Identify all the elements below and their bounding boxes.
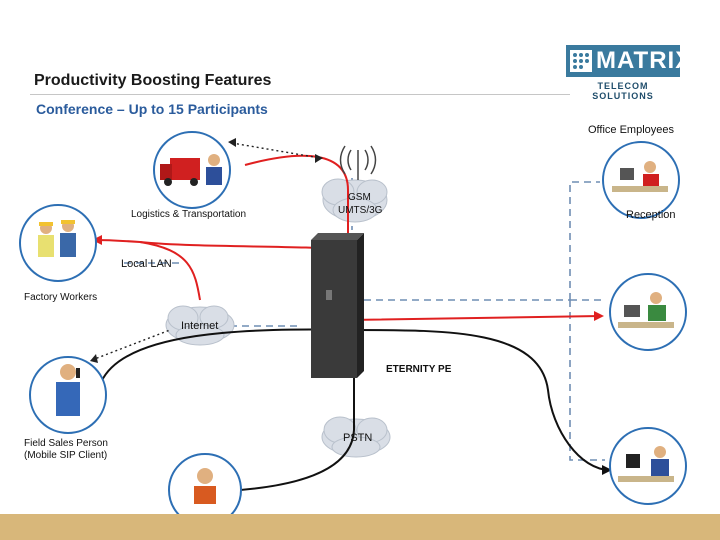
- label-gsm: GSM: [348, 192, 371, 203]
- label-umts: UMTS/3G: [338, 205, 383, 216]
- label-reception: Reception: [626, 209, 676, 221]
- arrow-reception: [594, 311, 604, 321]
- conference-line-main: [244, 154, 601, 322]
- footer-band: [0, 514, 720, 540]
- label-logistics: Logistics & Transportation: [131, 209, 247, 220]
- label-office-employees: Office Employees: [588, 124, 675, 136]
- label-internet: Internet: [181, 320, 219, 332]
- truck-driver-icon: [153, 131, 231, 209]
- logo-dots-icon: [570, 50, 592, 72]
- gsm-cloud: [321, 178, 388, 223]
- arrow-tower: [315, 154, 323, 163]
- page-subtitle: Conference – Up to 15 Participants: [36, 101, 268, 117]
- label-factory-workers: Factory Workers: [24, 292, 98, 303]
- title-divider: [30, 94, 570, 95]
- pstn-cloud: [321, 416, 391, 458]
- logo-tagline: TELECOM SOLUTIONS: [592, 81, 654, 101]
- label-field-sales-1: Field Sales Person: [24, 438, 108, 449]
- clouds: [165, 178, 391, 458]
- arrow-factory: [92, 235, 102, 245]
- field-sales-icon: [29, 356, 107, 434]
- arrow-truck: [228, 138, 236, 147]
- conference-line-factory: [94, 239, 349, 251]
- office-worker-icon: [609, 427, 687, 505]
- label-pstn: PSTN: [343, 432, 373, 444]
- cell-tower-icon: [339, 145, 377, 180]
- receptionist-icon: [168, 453, 242, 514]
- arrow-field: [90, 354, 98, 363]
- wireless-links: [91, 142, 321, 361]
- office-employee-icon: [602, 141, 680, 219]
- label-field-sales-2: (Mobile SIP Client): [24, 450, 108, 461]
- label-eternity: ETERNITY PE: [386, 364, 452, 375]
- arrow-office: [602, 465, 612, 475]
- page-title: Productivity Boosting Features: [34, 72, 272, 89]
- call-line-main: [99, 328, 611, 471]
- logo-name: MATRIX: [596, 47, 693, 74]
- network-diagram: [19, 131, 687, 514]
- logo-box: MATRIX: [566, 45, 691, 77]
- conference-line-internet: [139, 241, 201, 301]
- matrix-logo: MATRIX TELECOM SOLUTIONS: [566, 45, 691, 101]
- factory-workers-icon: [19, 204, 97, 282]
- pbx-device-icon: [311, 233, 364, 378]
- label-local-lan: Local LAN: [121, 258, 172, 270]
- reception-employee-icon: [609, 273, 687, 351]
